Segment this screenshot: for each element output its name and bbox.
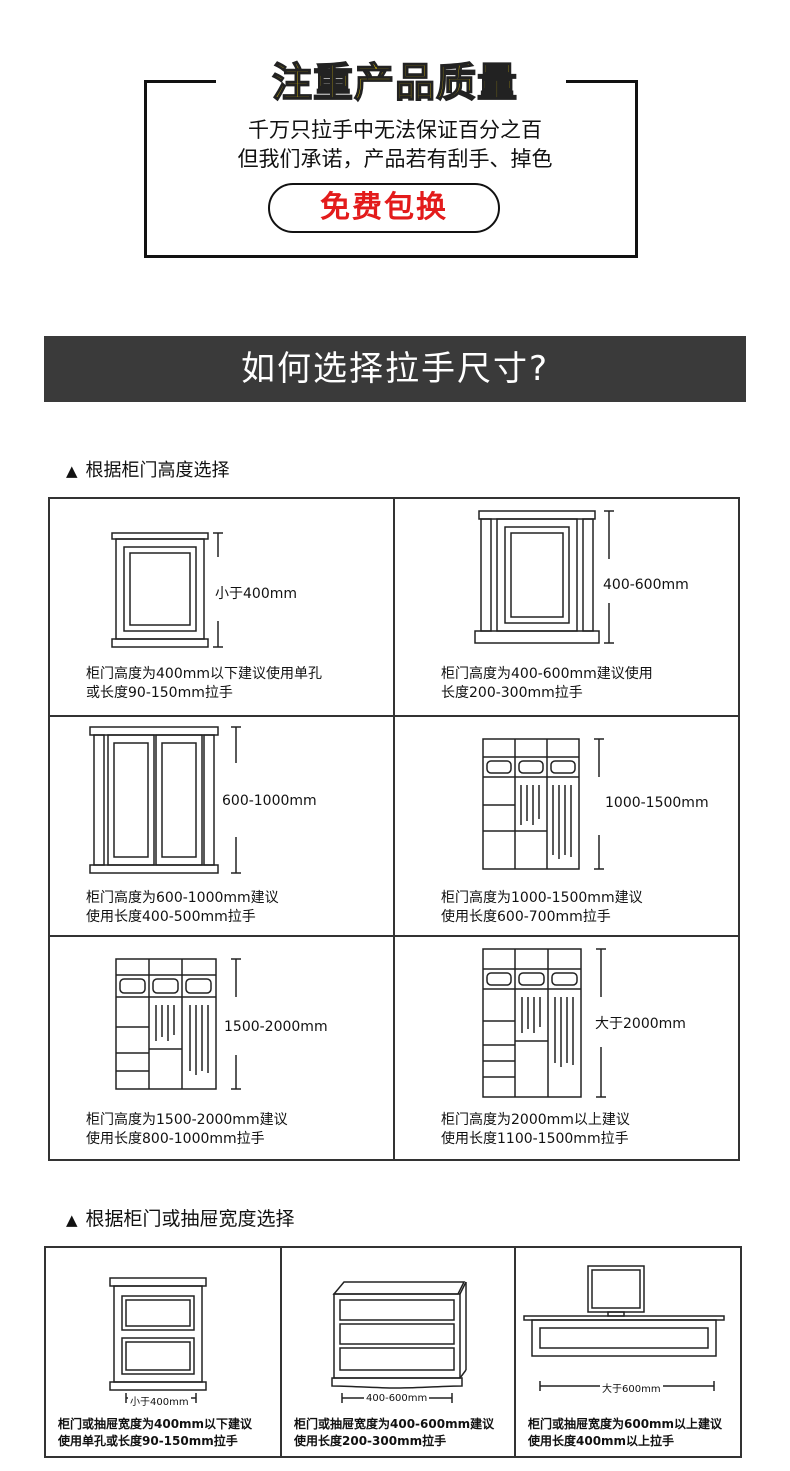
height-size-label: 大于2000mm [595, 1016, 686, 1032]
quality-notice-box [144, 80, 638, 258]
width-desc-line: 柜门或抽屉宽度为600mm以上建议 [528, 1417, 723, 1431]
height-section-title-text: 根据柜门高度选择 [85, 460, 230, 481]
width-desc: 柜门或抽屉宽度为600mm以上建议 使用长度400mm以上拉手 [528, 1416, 722, 1450]
tall-wardrobe-icon [115, 958, 241, 1090]
height-size-label: 400-600mm [603, 577, 689, 593]
width-desc: 柜门或抽屉宽度为400-600mm建议 使用长度200-300mm拉手 [294, 1416, 494, 1450]
quality-line-2: 但我们承诺，产品若有刮手、掉色 [237, 147, 553, 171]
width-size-label: 小于400mm [128, 1393, 191, 1408]
height-desc-line: 柜门高度为2000mm以上建议 [441, 1112, 630, 1128]
width-section-title-text: 根据柜门或抽屉宽度选择 [85, 1208, 295, 1230]
quality-title: 注重产品质量 [271, 59, 518, 107]
height-section-title: ▲ 根据柜门高度选择 [66, 456, 230, 482]
grid-divider [393, 499, 395, 1159]
width-desc-line: 柜门或抽屉宽度为400mm以下建议 [58, 1417, 253, 1431]
size-guide-banner: 如何选择拉手尺寸? [44, 336, 746, 402]
width-desc-line: 使用单孔或长度90-150mm拉手 [58, 1434, 238, 1448]
height-cell-600-1000: 600-1000mm 柜门高度为600-1000mm建议 使用长度400-500… [50, 717, 393, 937]
height-desc-line: 柜门高度为1500-2000mm建议 [86, 1112, 288, 1128]
height-desc: 柜门高度为1000-1500mm建议 使用长度600-700mm拉手 [441, 889, 643, 927]
height-cell-under-400: 小于400mm 柜门高度为400mm以下建议使用单孔 或长度90-150mm拉手 [50, 499, 393, 719]
height-desc-line: 柜门高度为600-1000mm建议 [86, 890, 279, 906]
triangle-up-icon: ▲ [66, 462, 78, 480]
double-door-cabinet-icon [89, 726, 241, 874]
height-desc-line: 使用长度1100-1500mm拉手 [441, 1131, 629, 1147]
height-desc: 柜门高度为400-600mm建议使用 长度200-300mm拉手 [441, 665, 653, 703]
height-desc: 柜门高度为400mm以下建议使用单孔 或长度90-150mm拉手 [86, 665, 322, 703]
width-cell-400-600: 400-600mm 柜门或抽屉宽度为400-600mm建议 使用长度200-30… [282, 1248, 514, 1456]
height-size-label: 小于400mm [215, 586, 297, 602]
width-desc-line: 使用长度400mm以上拉手 [528, 1434, 675, 1448]
triangle-up-icon: ▲ [66, 1211, 78, 1229]
width-size-label: 400-600mm [364, 1393, 430, 1404]
tv-cabinet-icon [523, 1265, 725, 1391]
chest-of-drawers-icon [331, 1281, 467, 1403]
grid-divider [50, 935, 738, 937]
free-exchange-badge: 免费包换 [268, 183, 500, 233]
height-cell-1000-1500: 1000-1500mm 柜门高度为1000-1500mm建议 使用长度600-7… [395, 717, 738, 937]
height-size-label: 1000-1500mm [605, 795, 709, 811]
width-size-label: 大于600mm [600, 1380, 663, 1395]
width-desc-line: 柜门或抽屉宽度为400-600mm建议 [294, 1417, 495, 1431]
width-desc: 柜门或抽屉宽度为400mm以下建议 使用单孔或长度90-150mm拉手 [58, 1416, 252, 1450]
grid-divider [50, 715, 738, 717]
width-desc-line: 使用长度200-300mm拉手 [294, 1434, 447, 1448]
height-desc: 柜门高度为600-1000mm建议 使用长度400-500mm拉手 [86, 889, 279, 927]
height-desc-line: 使用长度800-1000mm拉手 [86, 1131, 265, 1147]
height-desc-line: 柜门高度为400-600mm建议使用 [441, 666, 653, 682]
width-guide-grid: 小于400mm 柜门或抽屉宽度为400mm以下建议 使用单孔或长度90-150m… [44, 1246, 742, 1458]
small-cabinet-icon [111, 532, 223, 648]
frame-top-left [144, 80, 216, 83]
height-desc-line: 长度200-300mm拉手 [441, 685, 583, 701]
extra-tall-wardrobe-icon [482, 948, 606, 1098]
height-size-label: 1500-2000mm [224, 1019, 328, 1035]
height-cell-1500-2000: 1500-2000mm 柜门高度为1500-2000mm建议 使用长度800-1… [50, 937, 393, 1157]
pillar-cabinet-icon [474, 510, 614, 644]
height-cell-400-600: 400-600mm 柜门高度为400-600mm建议使用 长度200-300mm… [395, 499, 738, 719]
width-cell-over-600: 大于600mm 柜门或抽屉宽度为600mm以上建议 使用长度400mm以上拉手 [516, 1248, 740, 1456]
width-cell-under-400: 小于400mm 柜门或抽屉宽度为400mm以下建议 使用单孔或长度90-150m… [46, 1248, 280, 1456]
grid-divider [280, 1248, 282, 1456]
wardrobe-icon [482, 738, 604, 870]
height-size-label: 600-1000mm [222, 793, 317, 809]
grid-divider [514, 1248, 516, 1456]
height-guide-grid: 小于400mm 柜门高度为400mm以下建议使用单孔 或长度90-150mm拉手 [48, 497, 740, 1161]
height-desc-line: 或长度90-150mm拉手 [86, 685, 233, 701]
height-desc: 柜门高度为2000mm以上建议 使用长度1100-1500mm拉手 [441, 1111, 630, 1149]
frame-top-right [566, 80, 638, 83]
height-desc-line: 柜门高度为400mm以下建议使用单孔 [86, 666, 322, 682]
height-cell-over-2000: 大于2000mm 柜门高度为2000mm以上建议 使用长度1100-1500mm… [395, 937, 738, 1157]
quality-line-1: 千万只拉手中无法保证百分之百 [248, 118, 542, 142]
height-desc-line: 使用长度400-500mm拉手 [86, 909, 256, 925]
width-section-title: ▲ 根据柜门或抽屉宽度选择 [66, 1204, 295, 1231]
height-desc-line: 柜门高度为1000-1500mm建议 [441, 890, 643, 906]
height-desc: 柜门高度为1500-2000mm建议 使用长度800-1000mm拉手 [86, 1111, 288, 1149]
height-desc-line: 使用长度600-700mm拉手 [441, 909, 611, 925]
